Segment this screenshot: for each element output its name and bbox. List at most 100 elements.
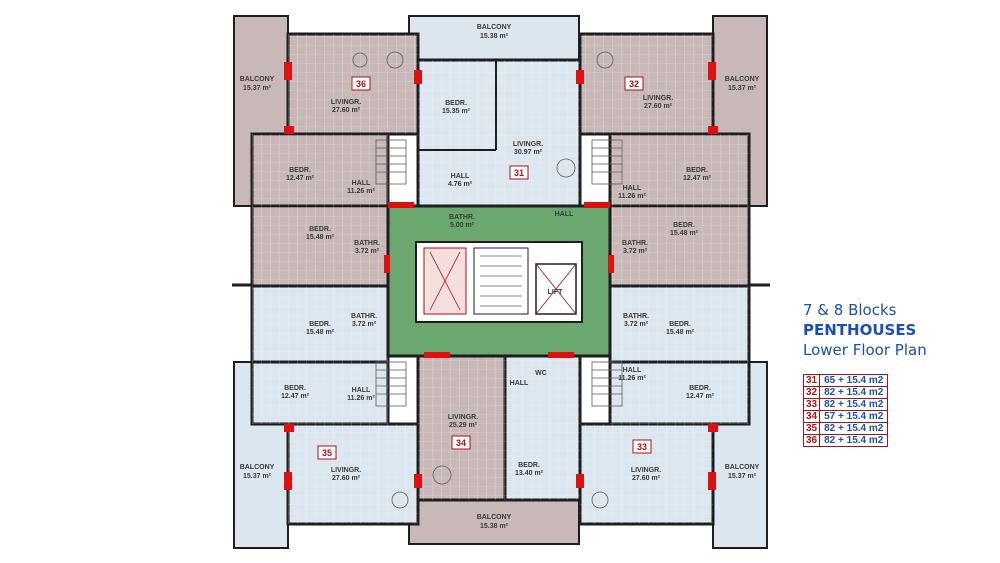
unit-size: 65 + 15.4 m2 [819, 374, 889, 387]
unit-size: 82 + 15.4 m2 [819, 398, 889, 411]
room-name: HALL [451, 173, 470, 180]
unit-number: 31 [514, 168, 524, 178]
room-area: 11.26 m² [347, 395, 375, 402]
room-name: BALCONY [240, 76, 275, 83]
legend-title-type: PENTHOUSES [803, 321, 917, 339]
apartment-33 [578, 284, 751, 526]
room-name: BEDR. [284, 385, 306, 392]
room-name: BALCONY [477, 24, 512, 31]
room-area: 15.48 m² [306, 329, 335, 336]
legend: 7 & 8 Blocks PENTHOUSES Lower Floor Plan… [802, 300, 927, 447]
room-area: 27.60 m² [332, 107, 361, 114]
unit-size: 82 + 15.4 m2 [819, 434, 889, 447]
room-area: 3.72 m² [624, 321, 649, 328]
room-name: BEDR. [289, 167, 311, 174]
room-name: BATHR. [354, 240, 380, 247]
room-name: HALL [623, 367, 642, 374]
lift-label: LIFT [548, 289, 563, 296]
stair-hints [352, 51, 623, 509]
unit-number: 33 [637, 442, 647, 452]
room-name: HALL [510, 380, 529, 387]
unit-size: 57 + 15.4 m2 [819, 410, 889, 423]
room-area: 3.72 m² [352, 321, 377, 328]
apartment-32 [578, 32, 751, 288]
central-corridor [386, 204, 612, 358]
room-area: 4.76 m² [448, 181, 473, 188]
unit-size: 82 + 15.4 m2 [819, 422, 889, 435]
room-area: 12.47 m² [683, 175, 712, 182]
room-area: 12.47 m² [686, 393, 715, 400]
unit-number: 32 [629, 79, 639, 89]
apartment-34 [416, 354, 582, 502]
window-markers [284, 62, 718, 490]
room-name: BEDR. [669, 321, 691, 328]
room-name: BEDR. [518, 462, 540, 469]
floor-plan: BALCONY 15.38 m² BALCONY 15.38 m² BALCON… [232, 15, 770, 549]
unit-id: 36 [802, 434, 821, 447]
room-area: 30.97 m² [514, 149, 543, 156]
room-area: 15.37 m² [243, 85, 272, 92]
room-name: BEDR. [689, 385, 711, 392]
unit-size: 82 + 15.4 m2 [819, 386, 889, 399]
room-area: 15.37 m² [728, 85, 757, 92]
unit-number: 36 [356, 79, 366, 89]
unit-id: 31 [802, 374, 821, 387]
room-name: HALL [623, 185, 642, 192]
room-area: 5.00 m² [450, 222, 475, 229]
room-area: 25.29 m² [449, 422, 478, 429]
room-area: 11.26 m² [618, 193, 646, 200]
room-area: 3.72 m² [623, 248, 648, 255]
room-name: BEDR. [673, 222, 695, 229]
room-name: BEDR. [309, 321, 331, 328]
room-area: 15.37 m² [243, 473, 272, 480]
room-area: 15.38 m² [480, 33, 509, 40]
room-name: HALL [352, 180, 371, 187]
room-area: 27.60 m² [644, 103, 673, 110]
room-area: 3.72 m² [355, 248, 380, 255]
unit-number: 35 [322, 448, 332, 458]
room-area: 12.47 m² [281, 393, 310, 400]
room-name: LIVINGR. [331, 467, 361, 474]
apartment-31 [416, 58, 582, 208]
room-name: BALCONY [240, 464, 275, 471]
room-name: BEDR. [445, 100, 467, 107]
room-name: HALL [555, 211, 574, 218]
balcony-bottom [408, 499, 580, 545]
room-name: LIVINGR. [513, 141, 543, 148]
room-name: LIVINGR. [643, 95, 673, 102]
room-name: BALCONY [725, 76, 760, 83]
room-name: BALCONY [725, 464, 760, 471]
room-name: LIVINGR. [331, 99, 361, 106]
room-name: BATHR. [622, 240, 648, 247]
apartment-35 [250, 284, 420, 526]
unit-id: 33 [802, 398, 821, 411]
room-area: 11.26 m² [618, 375, 646, 382]
room-area: 15.48 m² [670, 230, 699, 237]
room-name: HALL [352, 387, 371, 394]
room-area: 15.48 m² [306, 234, 335, 241]
room-area: 27.60 m² [332, 475, 361, 482]
legend-title-floor: Lower Floor Plan [803, 341, 927, 359]
room-area: 15.35 m² [442, 108, 471, 115]
room-name: BATHR. [351, 313, 377, 320]
apartment-36 [250, 32, 420, 288]
room-name: LIVINGR. [631, 467, 661, 474]
wc-label: WC [535, 370, 547, 377]
room-name: BEDR. [686, 167, 708, 174]
room-name: BEDR. [309, 226, 331, 233]
room-name: LIVINGR. [448, 414, 478, 421]
room-area: 13.40 m² [515, 470, 544, 477]
unit-id: 32 [802, 386, 821, 399]
room-area: 27.60 m² [632, 475, 661, 482]
room-name: BATHR. [449, 214, 475, 221]
unit-id: 35 [802, 422, 821, 435]
unit-id: 34 [802, 410, 821, 423]
room-labels: BALCONY 15.38 m² BALCONY 15.38 m² BALCON… [240, 24, 760, 530]
